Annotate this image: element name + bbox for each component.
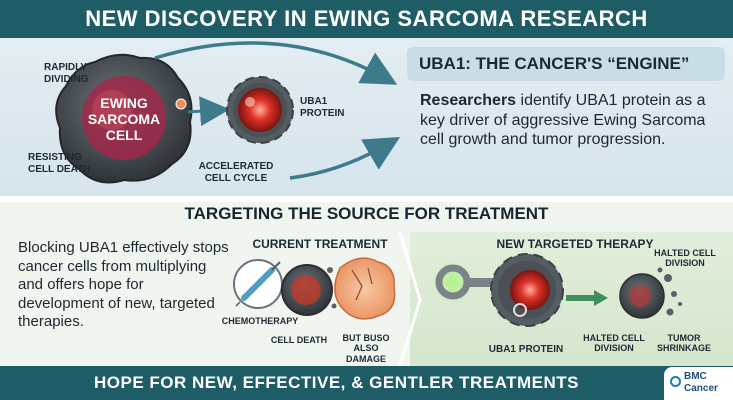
damaged-cell-icon	[334, 257, 396, 320]
new-therapy-title: NEW TARGETED THERAPY	[496, 237, 654, 251]
uba1-protein-label: UBA1 PROTEIN	[300, 96, 345, 119]
logo-line2: Cancer	[684, 382, 718, 394]
bottom-arrow-icon	[289, 136, 401, 180]
ewing-cell-label: EWING SARCOMA CELL	[87, 95, 161, 144]
panel-divider	[0, 196, 733, 202]
logo-line1: BMC	[684, 371, 707, 382]
chemotherapy-label: CHEMOTHERAPY	[221, 316, 299, 326]
halted-division-top-label: HALTED CELL DIVISION	[654, 248, 716, 269]
rapidly-dividing-label: RAPIDLY DIVIDING	[44, 62, 89, 85]
bmc-cancer-logo: BMC Cancer	[664, 367, 733, 400]
section-title: TARGETING THE SOURCE FOR TREATMENT	[184, 204, 549, 223]
research-rest: identify UBA1 protein as a key driver of…	[420, 92, 706, 149]
protein-arrow-icon	[187, 96, 230, 127]
top-arrow-icon	[154, 41, 398, 85]
current-treatment-title: CURRENT TREATMENT	[252, 237, 388, 251]
collateral-damage-label: BUT BUSO ALSO DAMAGE	[342, 333, 390, 364]
fragmenting-cell-icon	[619, 267, 682, 319]
bmc-logo-icon	[670, 376, 681, 387]
engine-title: UBA1: THE CANCER'S “ENGINE”	[419, 54, 690, 73]
uba1-gear-icon	[490, 253, 564, 327]
section-divider	[398, 231, 422, 367]
resisting-death-label: RESISTING CELL DEATH	[28, 152, 91, 175]
tumor-shrinkage-label: TUMOR SHRINKAGE	[656, 333, 711, 354]
dying-cell-icon	[281, 264, 337, 316]
top-banner: NEW DISCOVERY IN EWING SARCOMA RESEARCH	[0, 0, 733, 38]
halted-division-bottom-label: HALTED CELL DIVISION	[583, 333, 645, 354]
bottom-banner: HOPE FOR NEW, EFFECTIVE, & GENTLER TREAT…	[0, 366, 733, 400]
cell-death-label: CELL DEATH	[270, 335, 328, 345]
accelerated-label: ACCELERATED CELL CYCLE	[198, 161, 274, 184]
research-text: Researchers identify UBA1 protein as a k…	[420, 91, 725, 150]
cancer-cell-icon	[55, 53, 193, 184]
page-title: NEW DISCOVERY IN EWING SARCOMA RESEARCH	[85, 6, 648, 31]
gear-icon	[226, 76, 294, 144]
footer-title: HOPE FOR NEW, EFFECTIVE, & GENTLER TREAT…	[94, 373, 579, 392]
engine-title-box: UBA1: THE CANCER'S “ENGINE”	[407, 47, 725, 81]
research-bold: Researchers	[420, 92, 517, 109]
syringe-icon	[233, 259, 283, 309]
uba1-protein-lower-label: UBA1 PROTEIN	[488, 344, 564, 355]
blocking-text: Blocking UBA1 effectively stops cancer c…	[18, 239, 229, 331]
key-icon	[431, 260, 509, 304]
